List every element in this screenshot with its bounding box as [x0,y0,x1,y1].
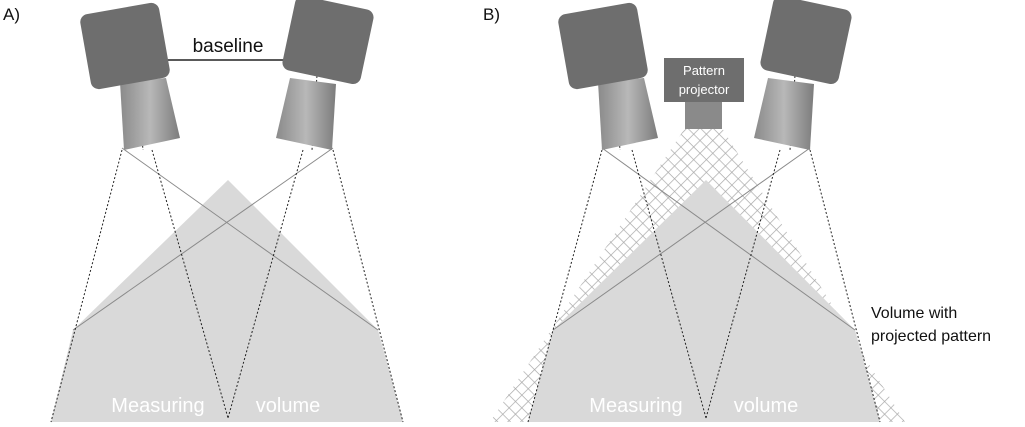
panel-b: B) Pattern [483,0,991,423]
crossing-ray-a-right [72,147,334,331]
measuring-volume-a [51,180,403,422]
volume-label-measuring: Measuring [589,395,682,417]
volume-label-volume: volume [734,395,798,417]
crossing-ray-b-right [552,147,811,331]
side-label-line1: Volume with [871,305,957,322]
panel-a: A) baseline Measuring vol [3,0,404,423]
side-label-line2: projected pattern [871,328,991,345]
pattern-projector-icon [664,58,744,129]
panel-a-label: A) [3,5,20,24]
projector-label-line2: projector [679,82,730,97]
camera-icon [80,2,180,150]
baseline-label: baseline [193,36,264,57]
measuring-volume-b [528,180,880,422]
volume-label-volume: volume [256,395,320,417]
projector-label-line1: Pattern [683,63,725,78]
crossing-ray-a-left [121,147,379,331]
camera-icon [276,0,374,150]
camera-icon [558,2,658,150]
camera-icon [754,0,852,150]
volume-label-measuring: Measuring [111,395,204,417]
panel-b-label: B) [483,5,500,24]
crossing-ray-b-left [601,147,856,331]
